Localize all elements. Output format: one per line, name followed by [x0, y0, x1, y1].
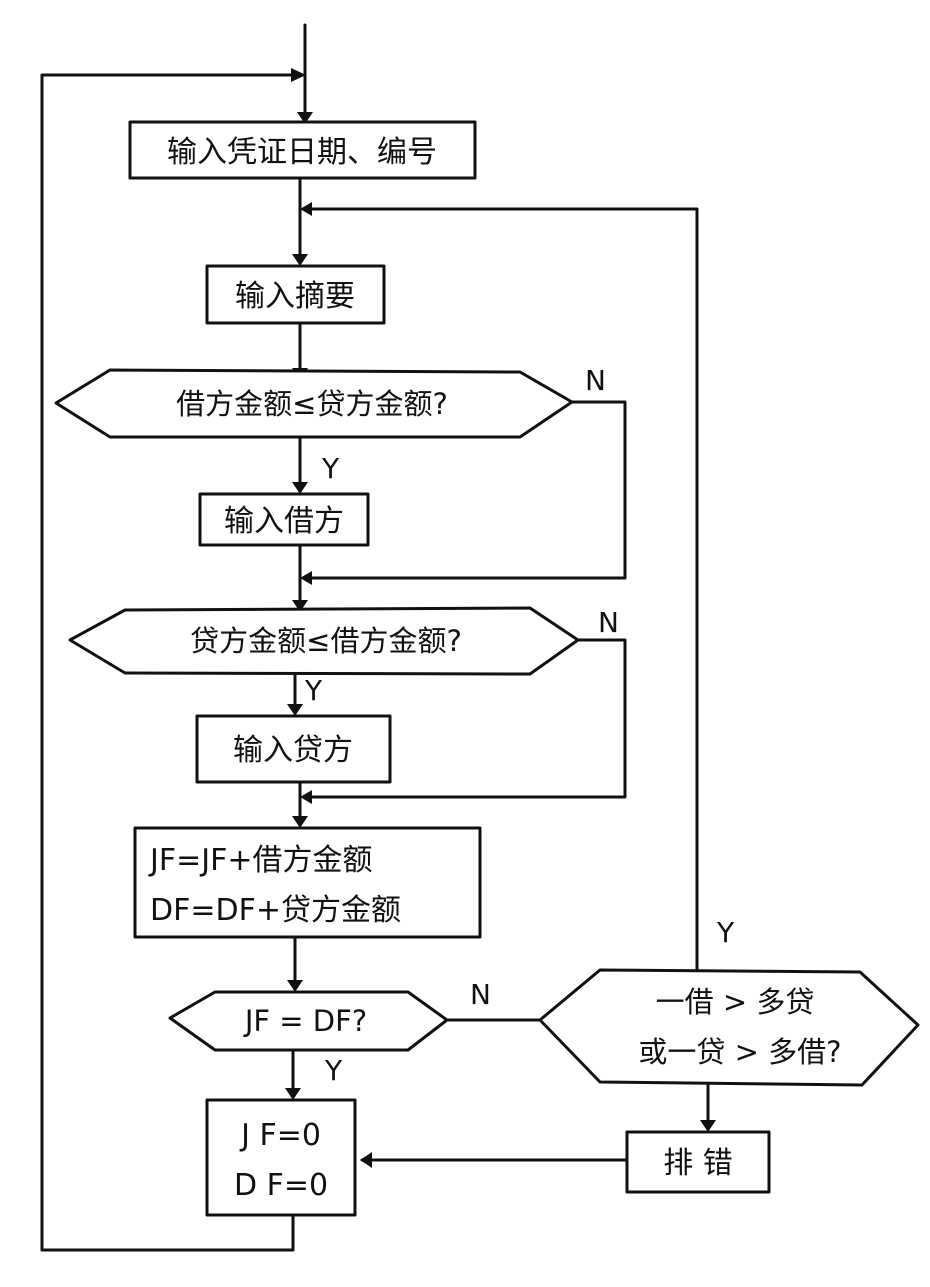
arrow-into-diamond2: [292, 600, 308, 612]
arrow-fix-to-reset: [360, 1152, 372, 1168]
node-cond-multi: 一借 > 多贷 或一贷 > 多借?: [538, 968, 920, 1087]
cond-credit-le-debit-label: 贷方金额≤借方金额?: [190, 624, 462, 658]
accumulate-line1: JF=JF+借方金额: [148, 843, 372, 878]
arrow-into-accumulate: [292, 816, 308, 828]
edge-label-y4: Y: [716, 916, 735, 949]
arrow-into-reset: [285, 1088, 301, 1100]
cond-multi-line2: 或一贷 > 多借?: [638, 1035, 841, 1069]
arrow-into-credit: [287, 704, 303, 716]
node-cond-balanced: JF = DF?: [168, 990, 449, 1052]
input-summary-label: 输入摘要: [235, 279, 355, 314]
arrow-loop-top: [291, 68, 306, 82]
arrow-into-fix: [700, 1120, 716, 1132]
input-debit-label: 输入借方: [224, 504, 344, 539]
node-cond-debit-le-credit: 借方金额≤贷方金额?: [54, 368, 574, 439]
node-cond-credit-le-debit: 贷方金额≤借方金额?: [68, 606, 580, 676]
cond-debit-le-credit-label: 借方金额≤贷方金额?: [176, 387, 448, 421]
arrow-n2-merge: [300, 790, 312, 804]
node-input-credit: 输入贷方: [195, 714, 392, 784]
node-input-debit: 输入借方: [198, 492, 370, 547]
arrowheads: [285, 68, 716, 1168]
edge-label-y1: Y: [321, 452, 340, 485]
arrow-into-debit: [292, 482, 308, 494]
cond-balanced-label: JF = DF?: [243, 1004, 367, 1038]
node-fix-error: 排 错: [625, 1130, 771, 1194]
arrow-into-diamond3: [287, 980, 303, 992]
node-input-summary: 输入摘要: [205, 264, 386, 325]
edge-label-y3: Y: [324, 1054, 343, 1087]
node-reset: J F=0 D F=0: [205, 1098, 357, 1217]
connector-lines: [40, 23, 710, 1252]
edge-label-n2: N: [598, 606, 619, 639]
cond-multi-line1: 一借 > 多贷: [656, 985, 815, 1019]
input-date-label: 输入凭证日期、编号: [167, 135, 437, 170]
edge-label-n1: N: [585, 364, 606, 397]
accumulate-line2: DF=DF+贷方金额: [150, 893, 401, 928]
fix-error-label: 排 错: [663, 1146, 733, 1181]
reset-line1: J F=0: [239, 1118, 321, 1153]
node-accumulate: JF=JF+借方金额 DF=DF+贷方金额: [133, 826, 482, 939]
edge-labels: N Y N Y N Y Y: [304, 364, 735, 1087]
arrow-loop-back-summary: [300, 202, 312, 216]
input-credit-label: 输入贷方: [233, 733, 353, 768]
edge-label-y2: Y: [304, 674, 323, 707]
arrow-n1-merge: [300, 571, 312, 585]
node-input-date: 输入凭证日期、编号: [128, 120, 477, 180]
arrow-into-date-box: [297, 112, 313, 124]
arrow-into-summary: [292, 254, 308, 266]
reset-line2: D F=0: [234, 1168, 328, 1203]
edge-label-n3: N: [470, 978, 491, 1011]
